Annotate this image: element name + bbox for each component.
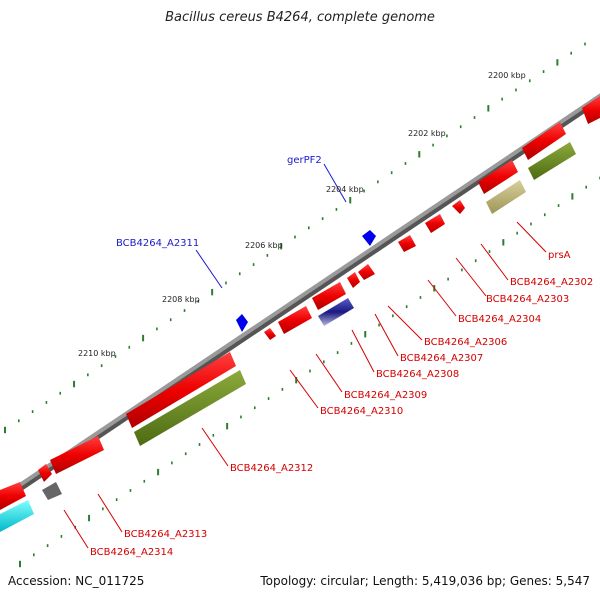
leader-2310 [289,369,319,409]
scale-label: 2202 kbp [408,129,446,138]
scale-label: 2200 kbp [488,71,526,80]
gene-label: BCB4264_A2309 [344,390,427,401]
gene-feature-gerPF2 [362,230,376,246]
gene-label: BCB4264_A2314 [90,547,173,558]
gene-label: BCB4264_A2303 [486,294,569,305]
gene-feature-prsA-red [478,160,518,194]
gene-label: BCB4264_A2306 [424,337,507,348]
gene-feature-2310 [278,306,312,334]
leader-2309 [315,353,343,393]
leader-gerPF2 [323,163,347,203]
gene-feature-2309-red [312,282,346,310]
leader-2303 [455,257,487,297]
gene-features [0,96,600,532]
gene-label: BCB4264_A2308 [376,369,459,380]
leader-2314 [63,509,89,549]
gene-label: BCB4264_A2304 [458,314,541,325]
leader-2313 [97,493,123,533]
map-title: Bacillus cereus B4264, complete genome [165,10,435,25]
leader-2307 [374,313,399,357]
label-leaders [63,163,547,549]
gene-label: BCB4264_A2302 [510,277,593,288]
gene-label: BCB4264_A2312 [230,463,313,474]
gene-feature-2312-red [126,352,236,428]
gene-label: prsA [548,250,571,261]
gene-feature-2312-olive [134,370,246,446]
gene-feature-right-edge [582,96,600,124]
leader-2312 [201,427,229,467]
scale-labels: 2200 kbp 2202 kbp 2204 kbp 2206 kbp 2208… [78,71,526,358]
gene-feature-2309-navy [318,298,354,326]
gene-feature-2302-olive [528,142,576,180]
gene-feature-gray [42,482,62,500]
scale-label: 2206 kbp [245,241,283,250]
genome-info-text: Topology: circular; Length: 5,419,036 bp… [260,574,590,588]
scale-label: 2210 kbp [78,349,116,358]
leader-2302 [480,243,509,281]
gene-label: BCB4264_A2310 [320,406,403,417]
genome-backbone [0,93,600,501]
gene-label: BCB4264_A2311 [116,238,199,249]
inner-tick-marks [19,176,600,568]
gene-feature-left-edge-cyan [0,500,34,532]
gene-feature-2306 [398,235,416,252]
gene-feature-2302a [522,122,566,160]
scale-label: 2208 kbp [162,295,200,304]
leader-2308 [351,329,375,373]
gene-feature-2312-small [264,328,276,340]
gene-label: BCB4264_A2313 [124,529,207,540]
gene-label: gerPF2 [287,155,322,166]
scale-label: 2204 kbp [326,185,364,194]
leader-2304 [427,279,457,317]
gene-feature-2304 [425,214,445,233]
gene-label: BCB4264_A2307 [400,353,483,364]
leader-prsA [516,221,547,253]
gene-labels: prsA BCB4264_A2302 BCB4264_A2303 BCB4264… [90,155,593,558]
outer-tick-marks [4,42,586,434]
gene-feature-left-edge-red [0,482,26,510]
gene-feature-2307 [358,264,375,280]
gene-feature-2311 [236,314,248,332]
gene-feature-2303 [452,200,465,214]
gene-feature-prsA-khaki [486,180,526,214]
gene-feature-2308 [347,272,360,288]
gene-feature-2313 [50,436,104,474]
leader-2306 [387,305,423,341]
leader-2311 [195,249,223,289]
accession-text: Accession: NC_011725 [8,574,145,588]
gene-feature-2314-small [38,464,52,482]
